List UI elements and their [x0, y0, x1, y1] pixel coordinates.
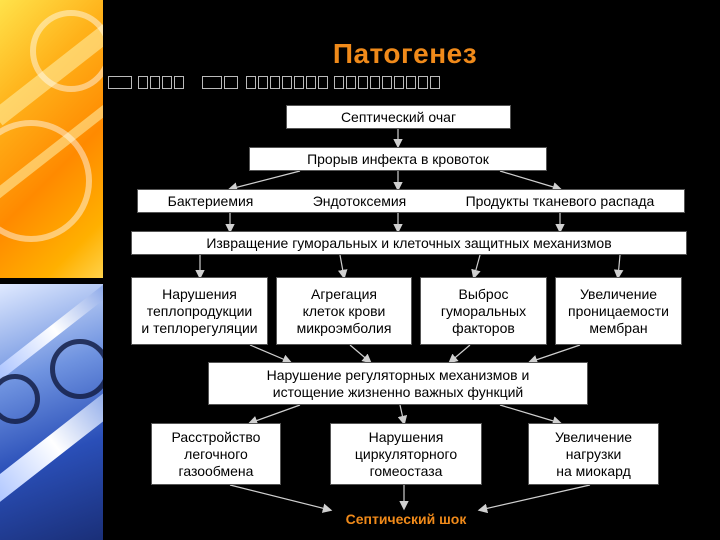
- node-regulatory-failure: Нарушение регуляторных механизмов и исто…: [208, 362, 588, 405]
- node-endotoxemia: Эндотоксемия: [312, 192, 407, 209]
- node-membrane-permeability: Увеличение проницаемости мембран: [555, 277, 682, 345]
- node-bloodstream-factors: Бактериемия Эндотоксемия Продукты тканев…: [137, 189, 685, 213]
- node-infection-breakthrough: Прорыв инфекта в кровоток: [249, 147, 547, 171]
- node-humoral-release: Выброс гуморальных факторов: [420, 277, 547, 345]
- node-gas-exchange: Расстройство легочного газообмена: [151, 423, 281, 485]
- outcome-septic-shock: Септический шок: [345, 511, 467, 527]
- node-circulatory-homeostasis: Нарушения циркуляторного гомеостаза: [330, 423, 482, 485]
- node-thermoregulation: Нарушения теплопродукции и теплорегуляци…: [131, 277, 268, 345]
- decorative-photo-orange: [0, 0, 103, 278]
- slide-title: Патогенез: [332, 38, 478, 69]
- node-bacteremia: Бактериемия: [167, 192, 254, 209]
- decorative-photo-blue: [0, 284, 103, 540]
- photo-divider: [0, 278, 103, 284]
- node-decay-products: Продукты тканевого распада: [465, 192, 655, 209]
- node-myocardial-load: Увеличение нагрузки на миокард: [528, 423, 659, 485]
- node-cell-aggregation: Агрегация клеток крови микроэмболия: [276, 277, 412, 345]
- node-defense-perversion: Извращение гуморальных и клеточных защит…: [131, 231, 687, 255]
- node-septic-focus: Септический очаг: [286, 105, 511, 129]
